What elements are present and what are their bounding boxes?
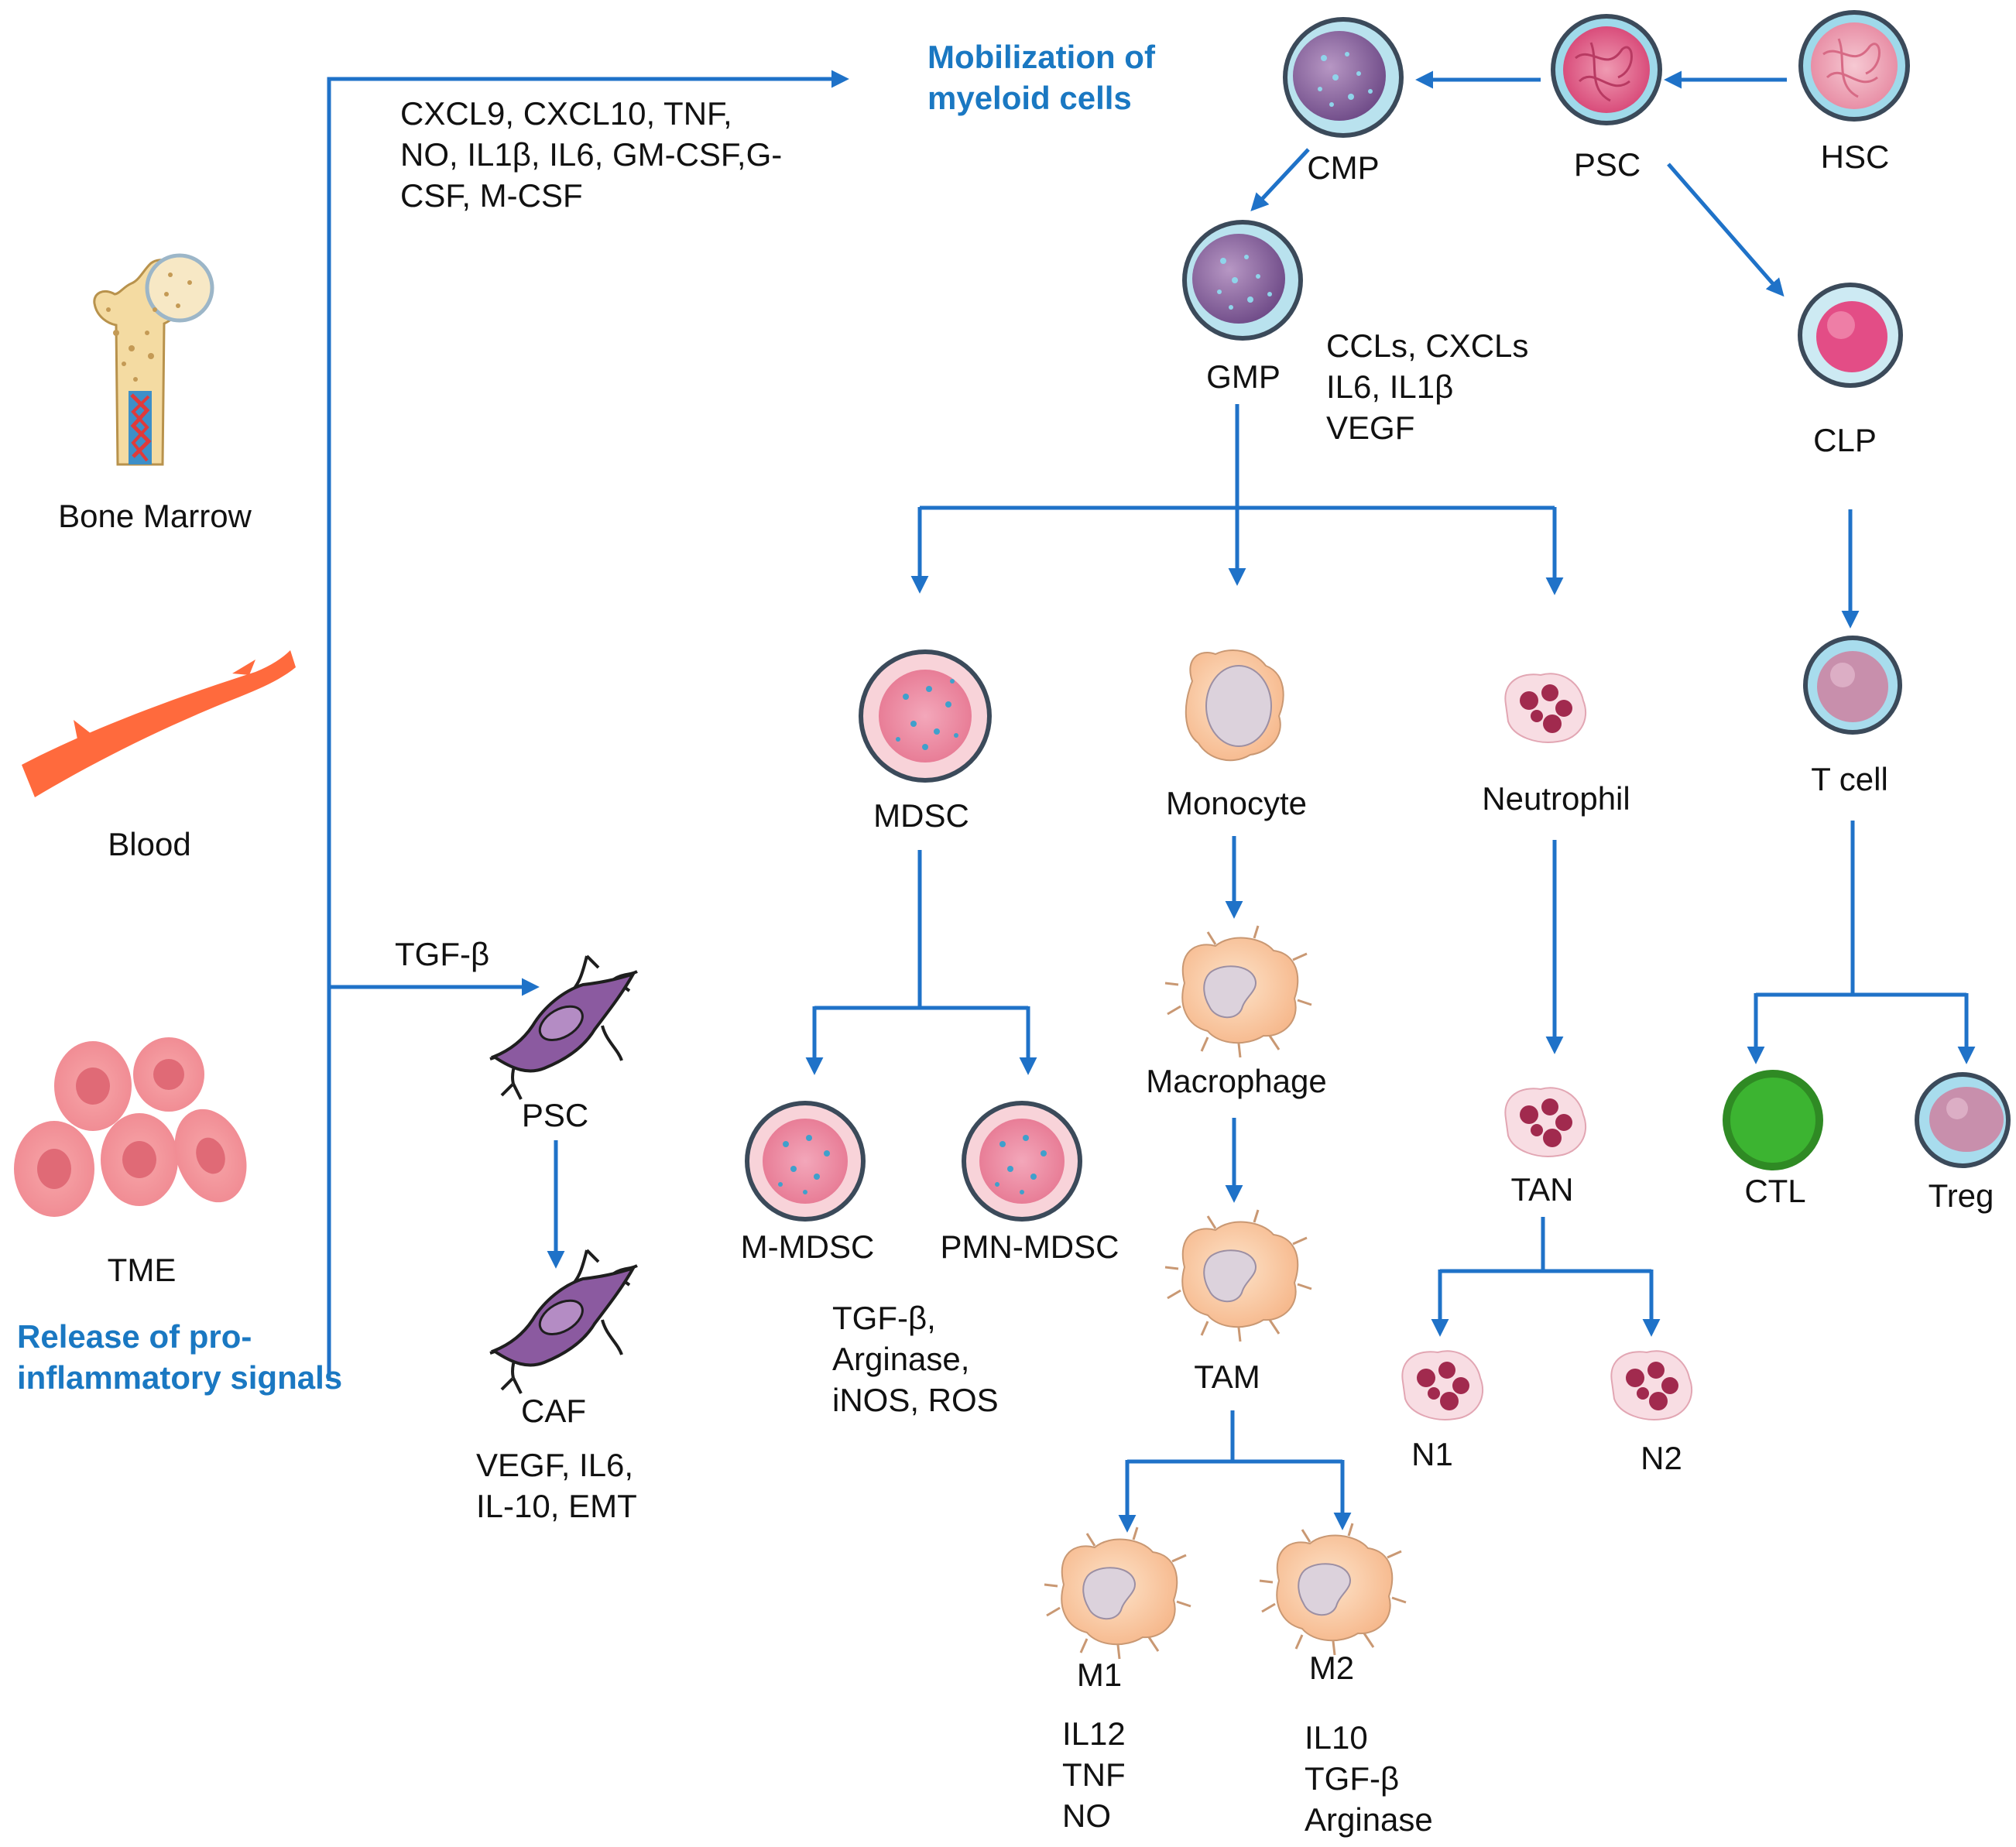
signals-gmp: CCLs, CXCLs IL6, IL1β VEGF bbox=[1326, 327, 1529, 446]
label-cmp: CMP bbox=[1307, 149, 1380, 186]
signals-caf: VEGF, IL6, IL-10, EMT bbox=[476, 1447, 637, 1524]
label-clp: CLP bbox=[1813, 422, 1877, 458]
label-monocyte: Monocyte bbox=[1165, 785, 1308, 821]
arrow-cmp-to-gmp bbox=[1250, 148, 1310, 212]
arrow-psc-to-clp bbox=[1667, 163, 1785, 297]
neutrophil-icon bbox=[1401, 673, 1693, 1420]
label-neutrophil: Neutrophil bbox=[1482, 780, 1630, 817]
arrow-mdsc-split bbox=[814, 850, 1028, 1010]
progenitor-cell-icon bbox=[1182, 17, 1404, 341]
macrophage-icon bbox=[1044, 925, 1407, 1660]
stellate-cell-icon bbox=[489, 954, 638, 1394]
label-bone-marrow: Bone Marrow bbox=[58, 498, 252, 534]
label-macrophage: Macrophage bbox=[1146, 1063, 1327, 1099]
arrow-tan-split bbox=[1440, 1217, 1651, 1273]
arrow-release-to-mobilization bbox=[327, 70, 849, 1381]
signals-m2: IL10 TGF-β Arginase bbox=[1305, 1719, 1433, 1838]
label-ctl: CTL bbox=[1744, 1173, 1806, 1209]
blood-vessel-icon bbox=[22, 650, 296, 797]
arrow-tcell-split bbox=[1756, 821, 1966, 997]
label-n1: N1 bbox=[1411, 1436, 1453, 1472]
signals-bone-marrow: CXCL9, CXCL10, TNF, NO, IL1β, IL6, GM-CS… bbox=[400, 95, 783, 214]
label-hsc: HSC bbox=[1820, 139, 1890, 175]
label-tan: TAN bbox=[1510, 1171, 1574, 1208]
label-tme: TME bbox=[107, 1252, 177, 1288]
label-m-mdsc: M-MDSC bbox=[740, 1228, 875, 1265]
label-caf: CAF bbox=[521, 1393, 586, 1429]
label-gmp: GMP bbox=[1206, 358, 1281, 395]
label-n2: N2 bbox=[1641, 1440, 1682, 1476]
bone-icon bbox=[93, 253, 214, 466]
label-m1: M1 bbox=[1076, 1657, 1123, 1693]
connector-arrows bbox=[327, 70, 1976, 1533]
label-blood: Blood bbox=[108, 826, 191, 862]
signals-mdsc: TGF-β, Arginase, iNOS, ROS bbox=[832, 1300, 999, 1418]
label-psc-stellate: PSC bbox=[521, 1097, 589, 1133]
tumor-cells-icon bbox=[14, 1037, 247, 1217]
signals-m1: IL12 TNF NO bbox=[1062, 1715, 1126, 1834]
arrow-tam-split bbox=[1127, 1410, 1342, 1464]
heading-mobilization: Mobilization of myeloid cells bbox=[927, 39, 1155, 116]
monocyte-icon bbox=[1185, 649, 1284, 762]
label-psc-top: PSC bbox=[1573, 146, 1641, 183]
heading-release-signals: Release of pro- inflammatory signals bbox=[17, 1318, 343, 1396]
label-treg: Treg bbox=[1928, 1177, 1994, 1214]
signal-tgf-beta: TGF-β bbox=[395, 936, 490, 972]
stem-cell-icon bbox=[1551, 10, 1910, 125]
label-m2: M2 bbox=[1308, 1650, 1355, 1686]
lymphocyte-icon bbox=[1723, 283, 2011, 1170]
label-t-cell: T cell bbox=[1811, 761, 1888, 797]
label-tam: TAM bbox=[1194, 1359, 1260, 1395]
mdsc-cell-icon bbox=[745, 649, 1082, 1222]
label-pmn-mdsc: PMN-MDSC bbox=[940, 1228, 1119, 1265]
label-mdsc: MDSC bbox=[873, 797, 969, 834]
